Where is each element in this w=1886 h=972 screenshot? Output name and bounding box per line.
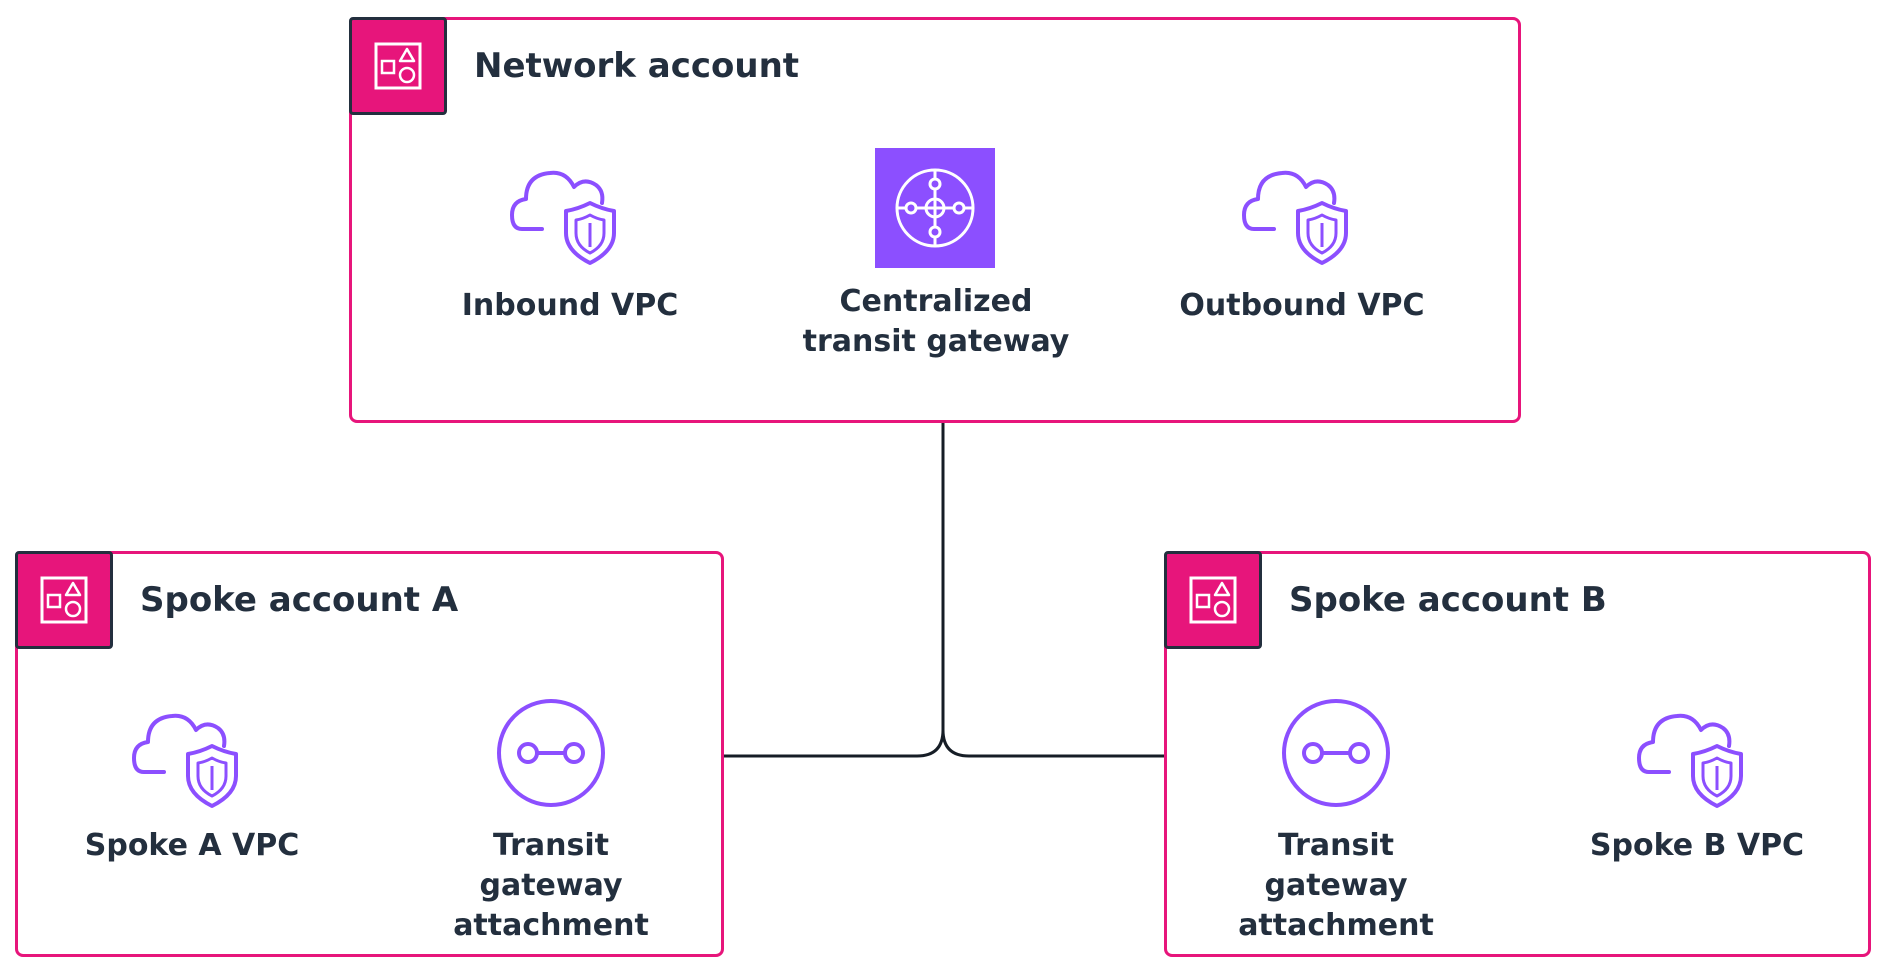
account-group-icon [1164, 551, 1262, 649]
vpc-icon [1637, 700, 1757, 814]
tgw-attachment-icon [1280, 697, 1392, 813]
vpc-icon [510, 157, 630, 271]
account-group-icon [15, 551, 113, 649]
network-account-title: Network account [474, 46, 800, 86]
vpc-icon [132, 700, 252, 814]
spoke-account-b-title: Spoke account B [1289, 580, 1607, 620]
account-group-icon [349, 17, 447, 115]
transit-gateway-icon [875, 148, 995, 272]
vpc-icon [1242, 157, 1362, 271]
spoke-account-b-group: Spoke account B [1164, 551, 1871, 957]
inbound-vpc-label: Inbound VPC [461, 288, 679, 323]
tgw-attachment-icon [495, 697, 607, 813]
spoke-b-vpc-label: Spoke B VPC [1589, 828, 1805, 863]
spoke-a-vpc-label: Spoke A VPC [84, 828, 300, 863]
spoke-a-attachment-label: Transit gateway attachment [453, 828, 649, 943]
spoke-b-attachment-label: Transit gateway attachment [1238, 828, 1434, 943]
outbound-vpc-label: Outbound VPC [1179, 288, 1425, 323]
transit-gateway-label: Centralized transit gateway [802, 284, 1070, 359]
spoke-account-a-title: Spoke account A [140, 580, 459, 620]
